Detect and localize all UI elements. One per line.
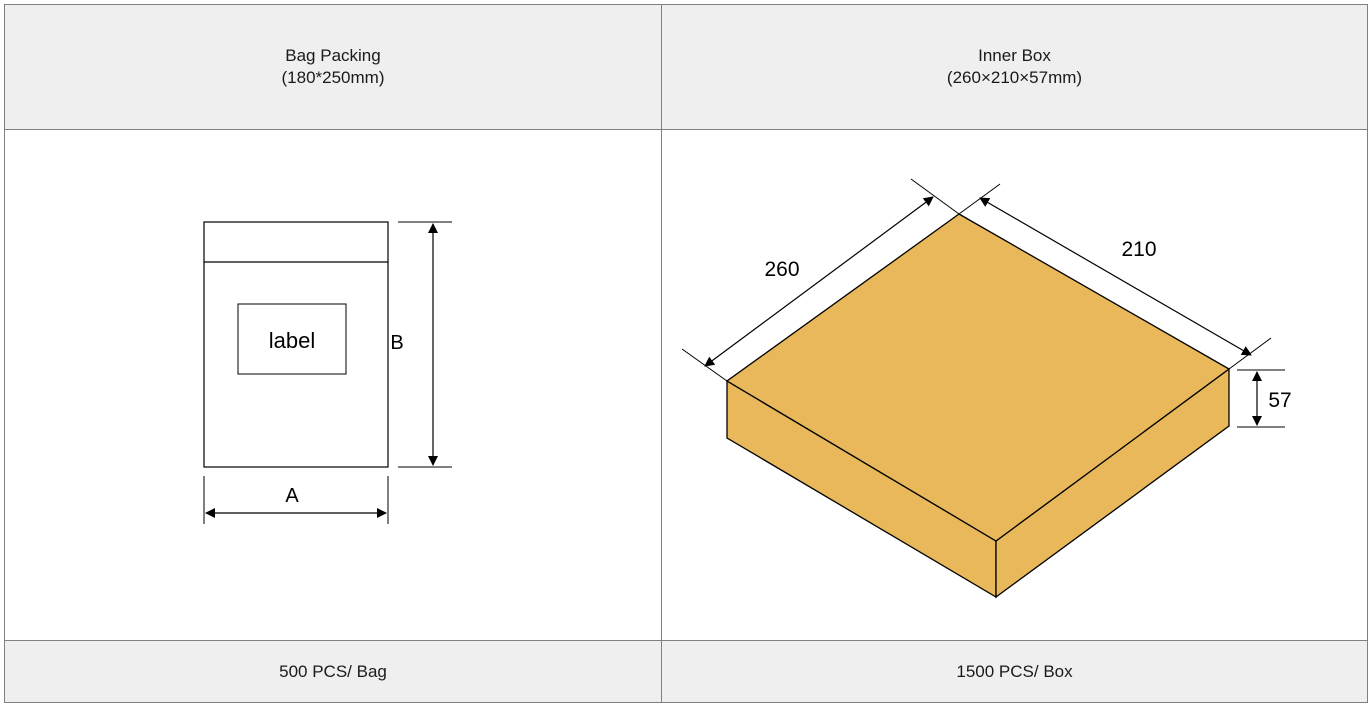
inner-box-title: Inner Box (978, 46, 1051, 65)
bag-quantity: 500 PCS/ Bag (279, 661, 387, 681)
dim-210-arrow (979, 197, 1252, 356)
dim-260-label: 260 (764, 258, 799, 281)
dim-210-ext-right (1228, 337, 1272, 370)
bag-packing-title: Bag Packing (285, 46, 381, 65)
bag-footer: 500 PCS/ Bag (5, 641, 661, 702)
inner-box-header: Inner Box (260×210×57mm) (662, 5, 1367, 129)
b-label: B (390, 332, 403, 354)
header-divider (5, 129, 1367, 130)
dim-210-label: 210 (1121, 238, 1156, 261)
dim-57-label: 57 (1268, 389, 1291, 412)
box-diagram-cell: 260 210 57 (662, 130, 1367, 640)
label-box (237, 303, 347, 375)
a-label: A (285, 485, 299, 507)
dim-260-ext-left (681, 348, 728, 382)
inner-box-size: (260×210×57mm) (946, 68, 1083, 87)
dim-210-ext-top (958, 183, 1001, 215)
column-divider (661, 5, 662, 702)
label-text: label (269, 328, 315, 353)
bag-diagram-cell: label B A (5, 130, 661, 640)
box-top-face (725, 213, 1231, 542)
box-footer: 1500 PCS/ Box (662, 641, 1367, 702)
box-quantity: 1500 PCS/ Box (956, 661, 1073, 681)
bag-packing-header: Bag Packing (180*250mm) (5, 5, 661, 129)
footer-divider (5, 640, 1367, 641)
dim-260-ext-top (910, 178, 960, 215)
box-diagram: 260 210 57 (681, 178, 1292, 599)
dim-260-arrow (704, 196, 934, 367)
bag-packing-size: (180*250mm) (281, 68, 385, 87)
packing-table: Bag Packing (180*250mm) Inner Box (260×2… (4, 4, 1368, 703)
bag-diagram: label B A (203, 221, 452, 524)
